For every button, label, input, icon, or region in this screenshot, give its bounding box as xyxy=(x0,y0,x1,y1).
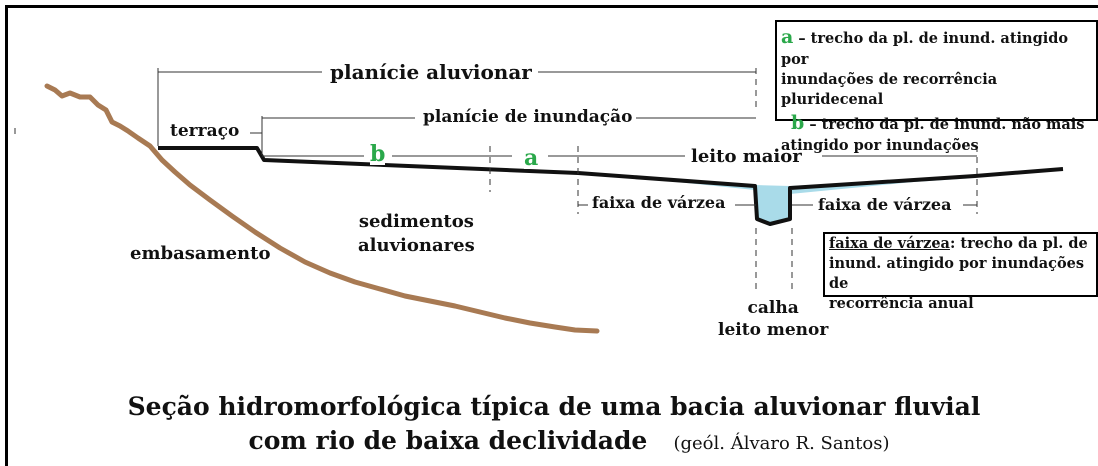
label-calha-leito-menor: calha leito menor xyxy=(718,297,828,341)
legend-faixa-varzea-box: faixa de várzea: trecho da pl. de inund.… xyxy=(823,232,1098,312)
label-a: a xyxy=(524,145,539,171)
diagram-title: Seção hidromorfológica típica de uma bac… xyxy=(0,390,1098,458)
label-leito-maior: leito maior xyxy=(691,146,802,167)
legend-faixa-text-1: : trecho da pl. de xyxy=(949,235,1088,252)
legend-a-text-1: – trecho da pl. de inund. atingido por xyxy=(781,30,1069,69)
label-sedimentos-line2: aluvionares xyxy=(358,235,475,257)
label-sedimentos-aluvionares: sedimentos aluvionares xyxy=(358,210,475,259)
label-faixa-varzea-left: faixa de várzea xyxy=(592,193,726,212)
label-b: b xyxy=(370,141,386,167)
title-line-1: Seção hidromorfológica típica de uma bac… xyxy=(127,392,981,421)
legend-faixa-text-3: recorrência anual xyxy=(829,295,974,312)
bedrock-line xyxy=(44,83,600,334)
title-line-2: com rio de baixa declividade xyxy=(248,425,648,455)
label-terraco: terraço xyxy=(170,121,240,141)
title-line-2-wrap: com rio de baixa declividade (geól. Álva… xyxy=(0,424,1098,458)
label-planicie-aluvionar: planície aluvionar xyxy=(330,60,532,84)
label-sedimentos-line1: sedimentos xyxy=(358,211,474,232)
legend-b: b – trecho da pl. de inund. não mais xyxy=(781,110,1092,136)
legend-faixa-text-2: inund. atingido por inundações de xyxy=(829,255,1085,292)
label-embasamento: embasamento xyxy=(130,243,271,264)
dim-planicie-inundacao xyxy=(261,116,756,155)
label-faixa-varzea-right: faixa de várzea xyxy=(818,195,952,214)
title-credit: (geól. Álvaro R. Santos) xyxy=(673,432,890,454)
dim-planicie-aluvionar xyxy=(157,68,757,146)
dim-b-a xyxy=(262,146,579,214)
legend-a-text-2: inundações de recorrência pluridecenal xyxy=(781,71,998,109)
ground-surface xyxy=(158,146,1064,226)
label-planicie-inundacao: planície de inundação xyxy=(423,107,633,127)
water-channel xyxy=(756,186,790,224)
legend-a: a – trecho da pl. de inund. atingido por… xyxy=(781,24,1092,110)
legend-b-text-2: atingido por inundações xyxy=(781,137,979,155)
dim-leito-maior xyxy=(578,146,978,214)
legend-faixa-term: faixa de várzea xyxy=(829,235,950,252)
legend-b-letter: b xyxy=(791,112,805,135)
label-calha: calha xyxy=(747,298,799,318)
diagram-frame xyxy=(5,5,1098,466)
legend-a-b-box: a – trecho da pl. de inund. atingido por… xyxy=(775,20,1098,154)
dim-calha xyxy=(755,228,793,292)
legend-a-letter: a xyxy=(781,26,794,48)
legend-b-text-1: – trecho da pl. de inund. não mais xyxy=(804,116,1085,134)
label-leito-menor: leito menor xyxy=(718,320,829,341)
